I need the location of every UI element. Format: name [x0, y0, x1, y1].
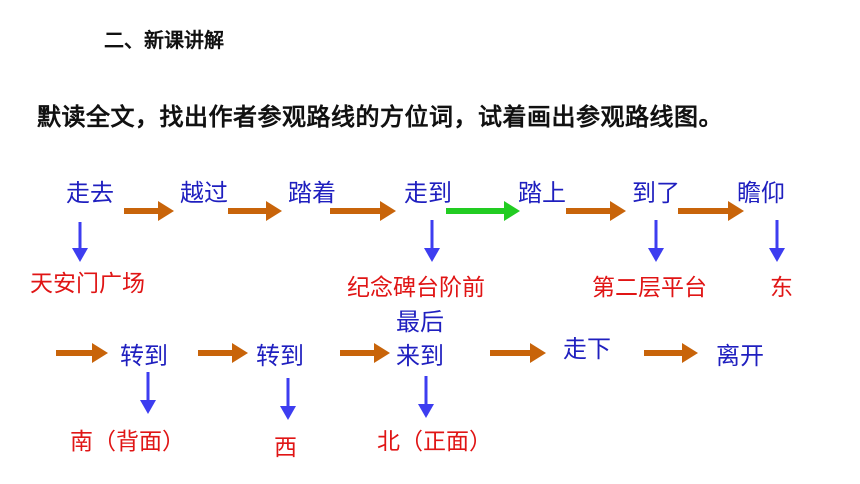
down-arrow-7	[418, 376, 434, 418]
place-second-platform: 第二层平台	[592, 275, 707, 301]
flow-arrow-7	[56, 343, 108, 363]
flow-arrow-3	[330, 201, 396, 221]
flow-arrow-6	[678, 201, 744, 221]
verb-zoudao: 走到	[404, 179, 452, 207]
down-arrow-2	[424, 220, 440, 262]
verb-zouqu: 走去	[66, 179, 114, 207]
flow-arrow-1	[124, 201, 174, 221]
down-arrow-3	[648, 220, 664, 262]
flow-arrow-11	[644, 343, 698, 363]
down-arrow-1	[72, 222, 88, 262]
flow-arrow-10	[490, 343, 546, 363]
verb-zuihou: 最后	[396, 308, 444, 336]
verb-daole: 到了	[632, 179, 680, 207]
flow-arrow-4	[446, 201, 520, 221]
verb-likai: 离开	[716, 342, 764, 370]
instruction-text: 默读全文，找出作者参观路线的方位词，试着画出参观路线图。	[37, 103, 723, 131]
verb-zhuandao-2: 转到	[256, 342, 304, 370]
flow-arrow-2	[228, 201, 282, 221]
flow-arrow-8	[198, 343, 248, 363]
place-north: 北（正面）	[377, 429, 492, 455]
verb-tashang: 踏上	[518, 179, 566, 207]
place-east: 东	[770, 275, 793, 301]
down-arrow-4	[769, 220, 785, 262]
section-heading: 二、新课讲解	[104, 28, 224, 52]
verb-zhanyang: 瞻仰	[737, 179, 785, 207]
flow-arrow-9	[340, 343, 390, 363]
verb-zhuandao-1: 转到	[120, 342, 168, 370]
flow-arrow-5	[566, 201, 626, 221]
down-arrow-5	[140, 372, 156, 414]
down-arrow-6	[280, 378, 296, 420]
place-tiananmen-square: 天安门广场	[30, 271, 145, 297]
place-monument-steps: 纪念碑台阶前	[347, 275, 485, 301]
place-south: 南（背面）	[70, 429, 185, 455]
verb-tazhe: 踏着	[288, 179, 336, 207]
place-west: 西	[274, 435, 297, 461]
verb-laidao: 来到	[396, 342, 444, 370]
verb-yueguo: 越过	[180, 179, 228, 207]
verb-zouxia: 走下	[563, 335, 611, 363]
